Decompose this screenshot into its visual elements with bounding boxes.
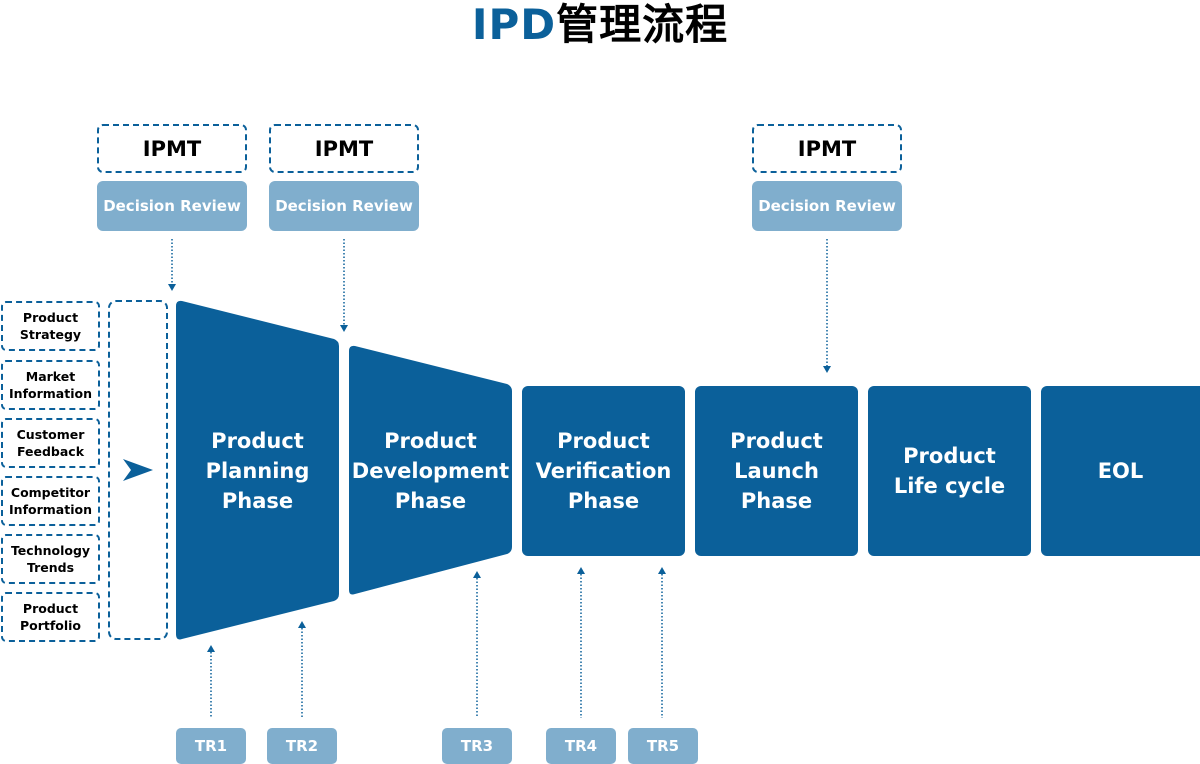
arrow-up-icon [473,571,481,578]
arrow-down-icon [823,366,831,373]
ipmt-box-2: IPMT [269,124,419,173]
phase-shape-planning [176,300,339,640]
arrow-down-icon [340,325,348,332]
phase-label-line: Product [384,429,477,453]
play-triangle-icon [123,459,153,481]
phase-label-line: Phase [394,489,467,513]
tr-badge-3: TR3 [442,728,512,764]
decision-review-2: Decision Review [269,181,419,231]
input-line: Technology [10,543,91,558]
input-line: Strategy [19,327,82,342]
decision-connectors [171,239,828,366]
arrow-up-icon [658,567,666,574]
arrow-up-icon [577,567,585,574]
ipmt-box-1: IPMT [97,124,247,173]
tr-badge-4: TR4 [546,728,616,764]
arrow-up-icon [207,645,215,652]
phase-label-line: Phase [221,489,294,513]
phase-label-line: Phase [740,489,813,513]
input-line: Product [22,601,79,616]
phase-label-line: Product [557,429,650,453]
input-line: Information [9,502,92,517]
input-line: Portfolio [19,618,82,633]
phase-label-line: EOL [1097,459,1144,483]
tr-badge-2: TR2 [267,728,337,764]
ipmt-box-3: IPMT [752,124,902,173]
inputs-bracket [108,300,168,640]
title-accent: IPD [471,0,557,49]
phase-shape-development [349,345,512,595]
phase-label-line: Verification [535,459,672,483]
input-line: Product [22,310,79,325]
tr-connectors [210,574,663,718]
input-line: Market [25,369,76,384]
phase-label-line: Development [351,459,510,483]
arrow-down-icon [168,284,176,291]
phase-label-line: Product [903,444,996,468]
phase-label-line: Product [211,429,304,453]
input-line: Trends [26,560,75,575]
phase-eol: EOL [1041,386,1200,556]
decision-review-1: Decision Review [97,181,247,231]
page-title: IPD管理流程 [0,0,1200,50]
phase-label-line: Product [730,429,823,453]
input-line: Customer [16,427,85,442]
tr-badge-5: TR5 [628,728,698,764]
input-line: Information [9,386,92,401]
decision-review-3: Decision Review [752,181,902,231]
title-rest: 管理流程 [556,0,729,49]
input-line: Competitor [10,485,91,500]
phase-label-line: Planning [205,459,310,483]
arrow-up-icon [298,621,306,628]
phase-label-line: Launch [734,459,819,483]
tr-badge-1: TR1 [176,728,246,764]
input-line: Feedback [16,444,85,459]
phase-label-line: Life cycle [893,474,1006,498]
phase-label-line: Phase [567,489,640,513]
